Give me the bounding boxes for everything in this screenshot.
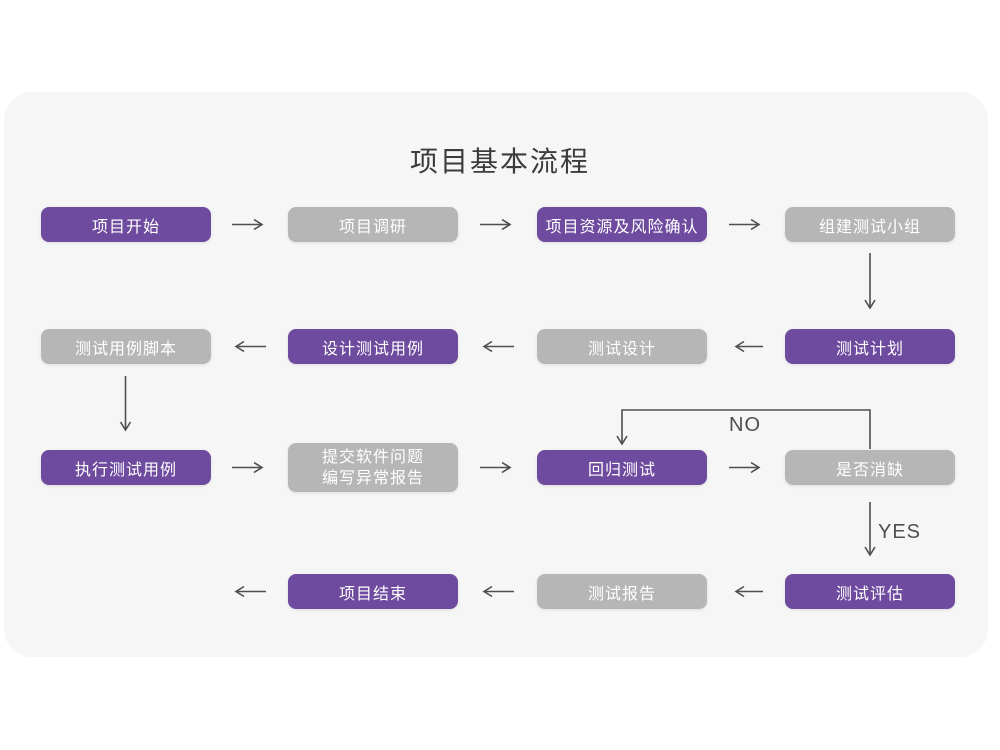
node-test-plan: 测试计划: [785, 329, 955, 364]
node-project-end: 项目结束: [288, 574, 458, 609]
node-label: 测试报告: [587, 585, 656, 603]
node-label: 回归测试: [587, 461, 656, 479]
node-defect-cleared: 是否消缺: [785, 450, 955, 485]
node-regression-test: 回归测试: [537, 450, 707, 485]
node-submit-issue-report: 提交软件问题 编写异常报告: [288, 443, 458, 492]
node-label: 测试评估: [835, 585, 904, 603]
node-label: 项目开始: [91, 218, 160, 236]
node-design-test-cases: 设计测试用例: [288, 329, 458, 364]
node-label: 设计测试用例: [321, 340, 424, 358]
edge-label-no: NO: [729, 414, 761, 436]
node-project-start: 项目开始: [41, 207, 211, 242]
node-test-case-scripts: 测试用例脚本: [41, 329, 211, 364]
node-label: 是否消缺: [835, 461, 904, 479]
node-label: 项目结束: [338, 585, 407, 603]
node-test-evaluation: 测试评估: [785, 574, 955, 609]
node-label: 测试计划: [835, 340, 904, 358]
node-execute-test-cases: 执行测试用例: [41, 450, 211, 485]
node-label: 测试用例脚本: [74, 340, 177, 358]
page-title: 项目基本流程: [409, 146, 590, 177]
node-label: 测试设计: [587, 340, 656, 358]
node-label: 项目资源及风险确认: [545, 218, 699, 236]
node-test-design: 测试设计: [537, 329, 707, 364]
node-label-line2: 编写异常报告: [321, 469, 424, 487]
node-label-line1: 提交软件问题: [321, 448, 424, 466]
node-label: 组建测试小组: [818, 218, 921, 236]
node-label: 执行测试用例: [74, 461, 177, 479]
node-test-report: 测试报告: [537, 574, 707, 609]
node-project-research: 项目调研: [288, 207, 458, 242]
edge-label-yes: YES: [878, 521, 922, 543]
node-resources-risk-confirm: 项目资源及风险确认: [537, 207, 707, 242]
node-form-test-team: 组建测试小组: [785, 207, 955, 242]
node-label: 项目调研: [338, 218, 407, 236]
flowchart-card: [4, 92, 988, 657]
